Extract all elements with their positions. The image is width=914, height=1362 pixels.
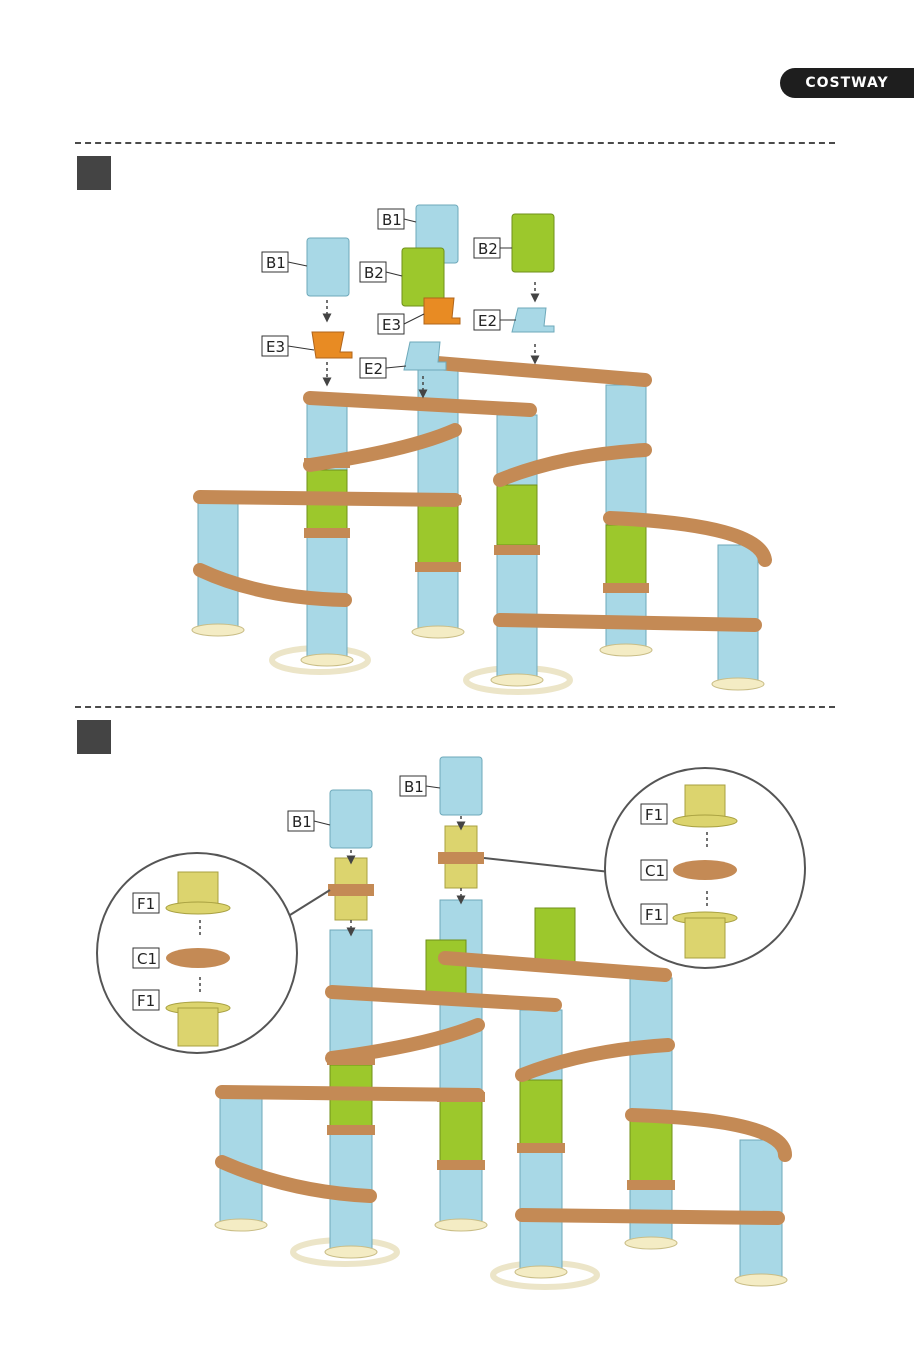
green-segment <box>630 1118 672 1183</box>
f1-part-bottom <box>178 1008 218 1046</box>
label-f1-top-left: F1 <box>137 895 155 913</box>
callout-line <box>484 858 610 872</box>
c1-ring <box>673 860 737 880</box>
column-foot <box>412 626 464 638</box>
tube-b2-right <box>512 214 554 272</box>
tube-b1-left <box>330 790 372 848</box>
green-segment <box>440 1100 482 1165</box>
connector-ring-center <box>438 852 484 864</box>
column-foot <box>712 678 764 690</box>
tube-b1-center <box>440 757 482 815</box>
f1-flange <box>673 815 737 827</box>
green-segment <box>418 505 458 565</box>
label-b1-left: B1 <box>266 254 286 272</box>
tube-b2-center <box>402 248 444 306</box>
column-foot <box>515 1266 567 1278</box>
column <box>740 1140 782 1280</box>
ring-band <box>327 1055 375 1065</box>
label-e3-left: E3 <box>266 338 285 356</box>
label-b1-center: B1 <box>404 778 424 796</box>
column-foot <box>325 1246 377 1258</box>
piece-e3-center <box>424 298 460 324</box>
label-b2-center: B2 <box>364 264 384 282</box>
ring-band <box>327 1125 375 1135</box>
piece-e2-right <box>512 308 554 332</box>
ring-band <box>494 545 540 555</box>
ring-band <box>415 562 461 572</box>
label-b2-right: B2 <box>478 240 498 258</box>
leader-line <box>386 366 406 368</box>
f1-flange <box>166 902 230 914</box>
label-b1-left: B1 <box>292 813 312 831</box>
column-foot <box>301 654 353 666</box>
label-e2-center: E2 <box>364 360 383 378</box>
column-foot <box>215 1219 267 1231</box>
column-foot <box>600 644 652 656</box>
piece-e3-left <box>312 332 352 358</box>
green-tube <box>535 908 575 966</box>
label-f1-top-right: F1 <box>645 806 663 824</box>
column-foot <box>491 674 543 686</box>
ring-band <box>517 1143 565 1153</box>
leader-line <box>404 219 416 222</box>
ring-band <box>437 1160 485 1170</box>
track <box>522 1215 778 1218</box>
label-e3-center: E3 <box>382 316 401 334</box>
ring-band <box>603 583 649 593</box>
column-foot <box>735 1274 787 1286</box>
c1-ring <box>166 948 230 968</box>
label-c1-right: C1 <box>645 862 665 880</box>
ring-band <box>415 495 461 505</box>
ring-band <box>304 528 350 538</box>
green-segment <box>606 525 646 585</box>
connector-ring-left <box>328 884 374 896</box>
leader-line <box>288 262 307 266</box>
ring-band <box>437 1092 485 1102</box>
f1-part-bottom <box>685 918 725 958</box>
detail-callout-right: F1 C1 F1 <box>484 768 805 968</box>
tube-b1-left <box>307 238 349 296</box>
label-f1-bottom-left: F1 <box>137 992 155 1010</box>
leader-line <box>426 786 440 788</box>
column-foot <box>625 1237 677 1249</box>
leader-line <box>314 821 330 825</box>
detail-callout-left: F1 C1 F1 <box>97 853 330 1053</box>
label-b1-center: B1 <box>382 211 402 229</box>
column <box>718 545 758 685</box>
callout-line <box>290 890 330 915</box>
column-foot <box>192 624 244 636</box>
step-1-diagram: B1 B1 B2 B2 E3 E3 E2 <box>192 205 765 692</box>
leader-line <box>288 346 314 350</box>
label-f1-bottom-right: F1 <box>645 906 663 924</box>
green-tube <box>426 940 466 998</box>
green-segment <box>520 1080 562 1145</box>
leader-line <box>404 314 424 324</box>
ring-band <box>627 1180 675 1190</box>
step-2-diagram: B1 B1 F1 <box>97 757 805 1287</box>
column-foot <box>435 1219 487 1231</box>
label-c1-left: C1 <box>137 950 157 968</box>
ring-band <box>304 458 350 468</box>
label-e2-right: E2 <box>478 312 497 330</box>
green-segment <box>497 485 537 545</box>
piece-e2-center <box>404 342 446 370</box>
leader-line <box>386 272 402 276</box>
track <box>500 620 755 625</box>
